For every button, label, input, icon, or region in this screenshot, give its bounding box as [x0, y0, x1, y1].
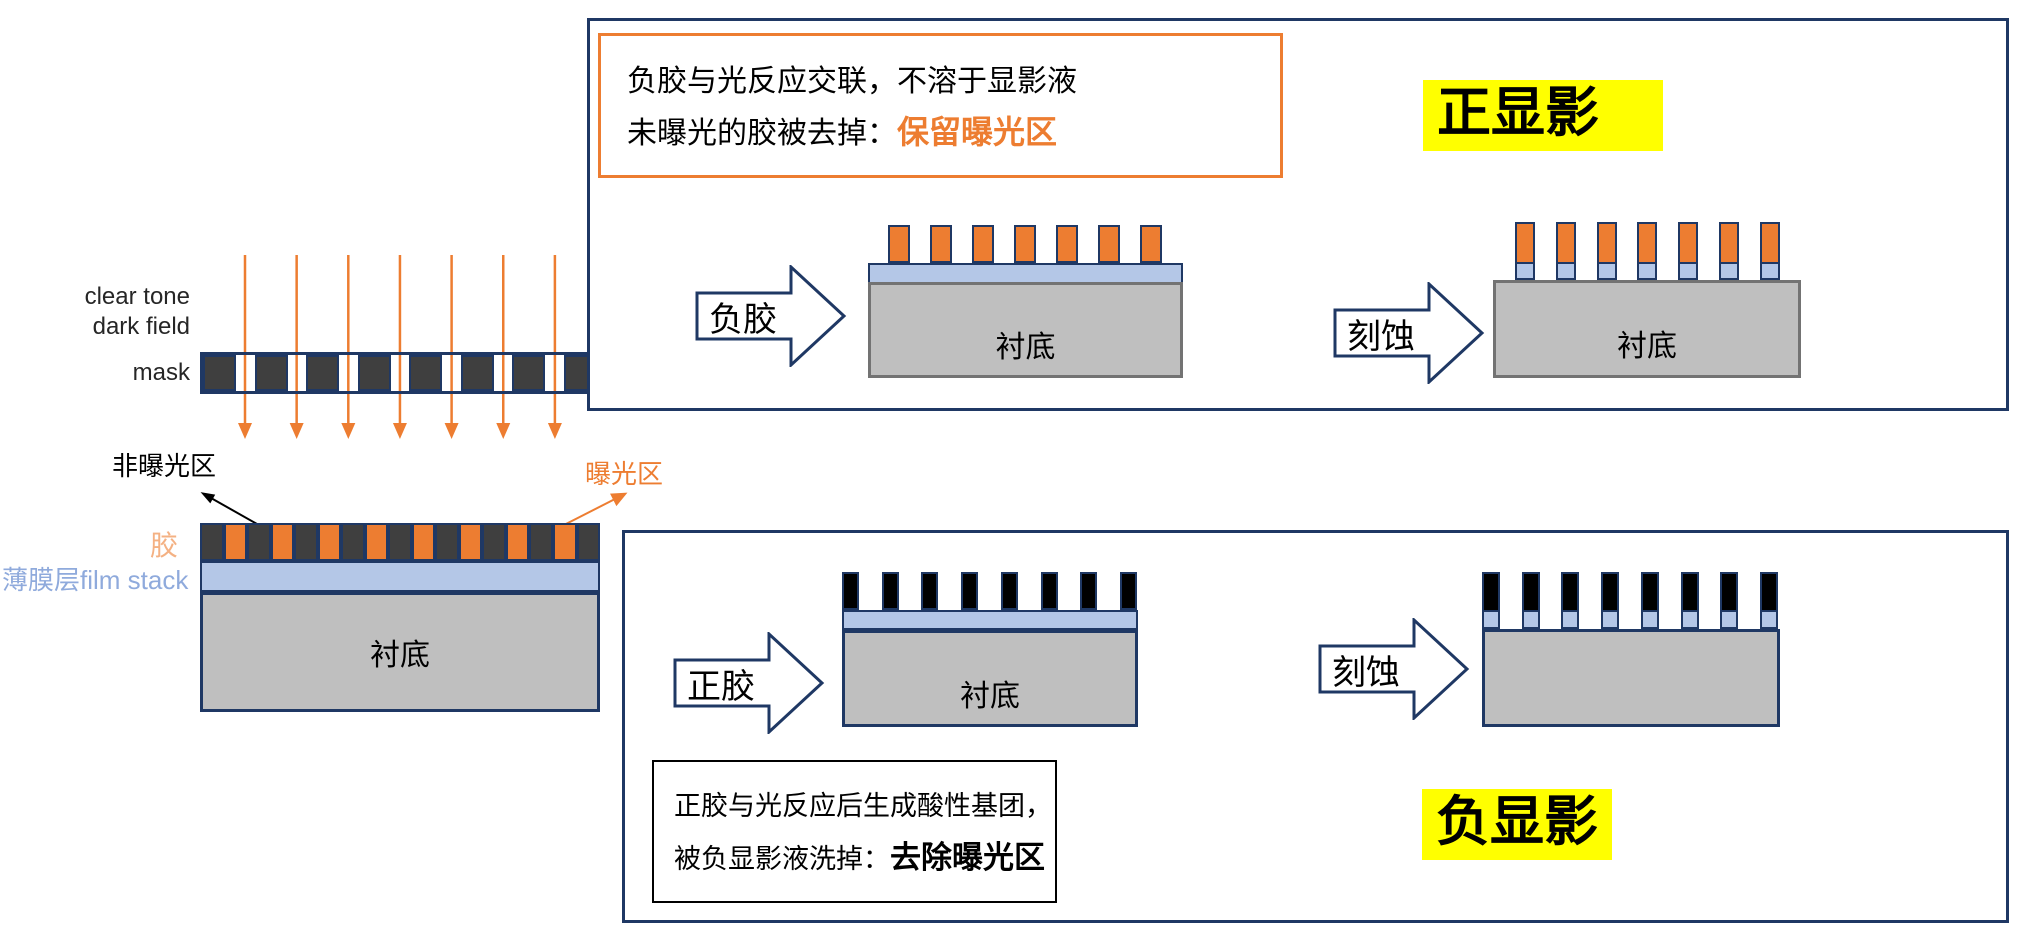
- positive-note-box: 负胶与光反应交联，不溶于显影液 未曝光的胶被去掉：保留曝光区: [598, 33, 1283, 178]
- non-exposed-label: 非曝光区: [112, 451, 217, 481]
- mask-bar: [200, 352, 600, 394]
- positive-note-line2: 未曝光的胶被去掉：保留曝光区: [627, 114, 1058, 150]
- etch-arrow-bottom: 刻蚀: [1318, 616, 1470, 722]
- mask-label: mask: [132, 359, 190, 386]
- positive-title-wrap: 正显影: [1423, 80, 1663, 152]
- substrate-left: 衬底: [200, 592, 600, 712]
- remove-exposed-highlight: 去除曝光区: [890, 840, 1045, 875]
- substrate-b-label: 衬底: [1617, 330, 1677, 363]
- negative-note-box: 正胶与光反应后生成酸性基团， 被负显影液洗掉：去除曝光区: [652, 760, 1057, 903]
- film-layer-c: [842, 610, 1138, 630]
- substrate-b: 衬底: [1493, 280, 1801, 378]
- substrate-d: [1482, 629, 1780, 727]
- positive-resist-arrow-label: 正胶: [687, 667, 755, 706]
- etch-arrow-top: 刻蚀: [1333, 280, 1485, 386]
- negative-title-wrap: 负显影: [1422, 789, 1612, 861]
- negative-develop-title: 负显影: [1422, 789, 1612, 861]
- clear-tone-label: clear tone: [84, 283, 190, 310]
- exposed-label: 曝光区: [585, 459, 664, 489]
- resist-blocks-c: [842, 572, 1137, 610]
- etch-arrow-top-label: 刻蚀: [1347, 317, 1415, 356]
- positive-note-line1: 负胶与光反应交联，不溶于显影液: [627, 65, 1077, 98]
- negative-note-line1: 正胶与光反应后生成酸性基团，: [674, 791, 1052, 821]
- positive-resist-arrow: 正胶: [673, 630, 825, 736]
- block-arrow-shape: [1318, 616, 1470, 722]
- negative-resist-arrow-label: 负胶: [709, 300, 777, 339]
- block-arrow-shape: [673, 630, 825, 736]
- film-layer-a: [868, 263, 1183, 284]
- mask-tone-label: clear tone dark field: [30, 282, 190, 342]
- resist-layer: [200, 523, 601, 561]
- exposed-arrow-icon: [561, 492, 628, 527]
- substrate-c-label: 衬底: [960, 679, 1020, 713]
- negative-note-line2: 被负显影液洗掉：去除曝光区: [674, 840, 1045, 875]
- non-exposed-arrow-icon: [200, 492, 258, 525]
- light-rays: [238, 255, 562, 439]
- resist-blocks-a: [888, 225, 1162, 263]
- substrate-c: 衬底: [842, 630, 1138, 727]
- negative-resist-arrow: 负胶: [695, 263, 847, 369]
- pillars-b: [1515, 222, 1780, 280]
- pillars-d: [1482, 572, 1778, 629]
- mask-pattern: [203, 355, 598, 391]
- dark-field-label: dark field: [92, 313, 190, 340]
- etch-arrow-bottom-label: 刻蚀: [1332, 653, 1400, 692]
- resist-label: 胶: [150, 530, 179, 561]
- substrate-a-label: 衬底: [995, 331, 1056, 364]
- positive-develop-title: 正显影: [1423, 80, 1663, 152]
- substrate-a: 衬底: [868, 282, 1183, 378]
- block-arrow-shape: [695, 263, 847, 369]
- block-arrow-shape: [1333, 280, 1485, 386]
- substrate-left-label: 衬底: [370, 639, 430, 672]
- film-stack-label: 薄膜层film stack: [2, 565, 189, 595]
- film-stack-layer: [200, 561, 600, 592]
- keep-exposed-highlight: 保留曝光区: [897, 114, 1058, 150]
